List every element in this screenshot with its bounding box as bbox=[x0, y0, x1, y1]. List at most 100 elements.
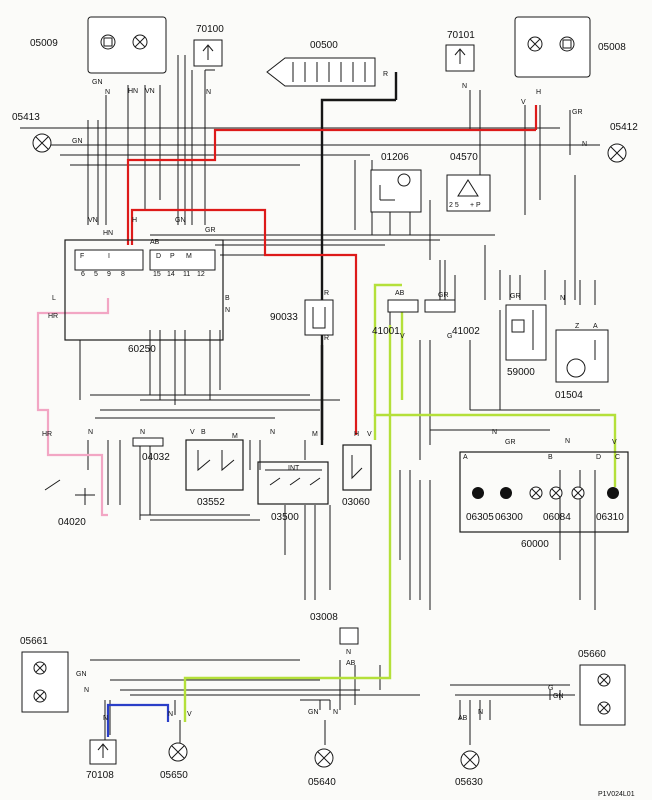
svg-text:41002: 41002 bbox=[452, 326, 480, 337]
svg-text:D: D bbox=[596, 454, 601, 461]
footer-code: P1V024L01 bbox=[598, 791, 635, 798]
component-04020: 04020 bbox=[44, 479, 95, 528]
component-60250: 6 5 9 8 15 14 11 12 60250 bbox=[64, 239, 224, 355]
svg-text:6: 6 bbox=[81, 271, 85, 278]
svg-text:R: R bbox=[383, 71, 388, 78]
black-wires bbox=[20, 55, 600, 745]
svg-text:06305: 06305 bbox=[466, 512, 494, 523]
svg-text:M: M bbox=[186, 253, 192, 260]
svg-text:V: V bbox=[190, 429, 195, 436]
svg-text:05661: 05661 bbox=[20, 636, 48, 647]
svg-text:04032: 04032 bbox=[142, 452, 170, 463]
svg-text:HR: HR bbox=[48, 313, 58, 320]
svg-text:05660: 05660 bbox=[578, 649, 606, 660]
red-wires bbox=[126, 105, 538, 435]
svg-text:V: V bbox=[187, 711, 192, 718]
svg-text:GR: GR bbox=[505, 439, 516, 446]
component-00500: 00500 bbox=[266, 40, 376, 87]
svg-text:GN: GN bbox=[92, 79, 103, 86]
svg-text:M: M bbox=[312, 431, 318, 438]
blue-wire bbox=[106, 703, 170, 737]
svg-text:A: A bbox=[463, 454, 468, 461]
svg-text:N: N bbox=[492, 429, 497, 436]
component-59000: 59000 bbox=[505, 304, 547, 378]
svg-text:9: 9 bbox=[107, 271, 111, 278]
svg-text:05009: 05009 bbox=[30, 38, 58, 49]
component-03552: 03552 bbox=[185, 439, 244, 508]
component-04032: 04032 bbox=[132, 437, 170, 463]
component-05650: 05650 bbox=[160, 742, 188, 781]
svg-text:D: D bbox=[156, 253, 161, 260]
component-05008: 05008 bbox=[514, 16, 626, 78]
component-70101: 70101 bbox=[445, 30, 475, 72]
component-05412: 05412 bbox=[607, 122, 638, 163]
svg-text:GN: GN bbox=[175, 217, 186, 224]
svg-text:N: N bbox=[88, 429, 93, 436]
svg-text:05630: 05630 bbox=[455, 777, 483, 788]
component-70108: 70108 bbox=[86, 739, 117, 781]
component-05413: 05413 bbox=[12, 112, 52, 153]
svg-text:VN: VN bbox=[88, 217, 98, 224]
svg-text:AB: AB bbox=[458, 715, 468, 722]
svg-text:N: N bbox=[103, 715, 108, 722]
svg-text:03552: 03552 bbox=[197, 497, 225, 508]
svg-text:A: A bbox=[593, 323, 598, 330]
svg-text:2 5: 2 5 bbox=[449, 202, 459, 209]
svg-text:HN: HN bbox=[128, 88, 138, 95]
pink-wires bbox=[36, 298, 110, 517]
svg-text:M: M bbox=[232, 433, 238, 440]
svg-text:HR: HR bbox=[42, 431, 52, 438]
svg-text:N: N bbox=[462, 83, 467, 90]
svg-text:04570: 04570 bbox=[450, 152, 478, 163]
component-70100: 70100 bbox=[193, 24, 224, 67]
svg-text:12: 12 bbox=[197, 271, 205, 278]
svg-text:06300: 06300 bbox=[495, 512, 523, 523]
svg-text:H: H bbox=[354, 431, 359, 438]
svg-text:G: G bbox=[548, 685, 553, 692]
svg-text:60250: 60250 bbox=[128, 344, 156, 355]
svg-text:00500: 00500 bbox=[310, 40, 338, 51]
svg-text:N: N bbox=[225, 307, 230, 314]
component-05660: 05660 bbox=[578, 649, 626, 726]
component-05640: 05640 bbox=[308, 748, 336, 788]
svg-text:H: H bbox=[132, 217, 137, 224]
svg-text:05640: 05640 bbox=[308, 777, 336, 788]
component-05661: 05661 bbox=[20, 636, 69, 713]
svg-text:N: N bbox=[346, 649, 351, 656]
svg-text:P: P bbox=[170, 253, 175, 260]
component-04570: 2 5 + P 04570 bbox=[446, 152, 491, 212]
svg-text:B: B bbox=[225, 295, 230, 302]
wire-labels: GN N HN VN N R N V H GR N GN VN HN H GN … bbox=[42, 71, 617, 722]
svg-text:N: N bbox=[206, 89, 211, 96]
svg-text:05008: 05008 bbox=[598, 42, 626, 53]
svg-text:59000: 59000 bbox=[507, 367, 535, 378]
svg-text:14: 14 bbox=[167, 271, 175, 278]
svg-text:AB: AB bbox=[150, 239, 160, 246]
svg-text:AB: AB bbox=[395, 290, 405, 297]
svg-text:GR: GR bbox=[572, 109, 583, 116]
svg-text:Z: Z bbox=[575, 323, 580, 330]
svg-text:N: N bbox=[582, 141, 587, 148]
component-41002: 41002 bbox=[424, 299, 480, 337]
component-03008: 03008 bbox=[310, 612, 359, 645]
component-05630: 05630 bbox=[455, 750, 483, 788]
svg-text:GN: GN bbox=[308, 709, 319, 716]
svg-text:G: G bbox=[447, 333, 452, 340]
component-90033: 90033 bbox=[270, 299, 334, 336]
svg-text:L: L bbox=[52, 295, 56, 302]
svg-text:11: 11 bbox=[183, 271, 190, 278]
svg-text:R: R bbox=[324, 335, 329, 342]
svg-text:H: H bbox=[536, 89, 541, 96]
svg-text:05412: 05412 bbox=[610, 122, 638, 133]
svg-text:GR: GR bbox=[438, 292, 449, 299]
svg-text:N: N bbox=[478, 709, 483, 716]
svg-text:01206: 01206 bbox=[381, 152, 409, 163]
svg-text:03500: 03500 bbox=[271, 512, 299, 523]
svg-text:INT: INT bbox=[288, 465, 300, 472]
svg-text:05650: 05650 bbox=[160, 770, 188, 781]
component-03500: INT 03500 bbox=[257, 461, 329, 523]
svg-text:HN: HN bbox=[103, 230, 113, 237]
green-wires bbox=[183, 283, 617, 722]
svg-text:70108: 70108 bbox=[86, 770, 114, 781]
component-03060: 03060 bbox=[342, 444, 372, 508]
